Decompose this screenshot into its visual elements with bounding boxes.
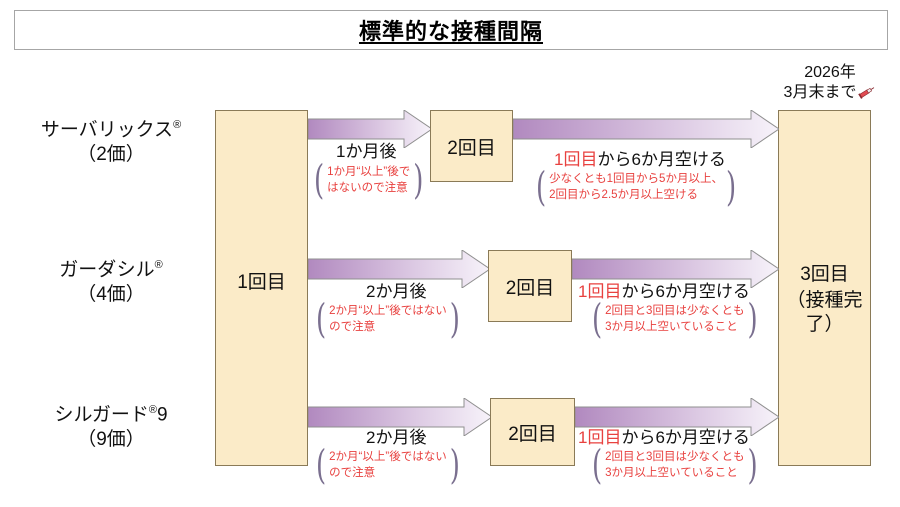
bracket-right-icon: ) (747, 442, 758, 489)
row-label-silgard9: シルガード®9 （9価） (18, 403, 204, 452)
deadline-line2: 3月末まで (783, 83, 857, 101)
bracket-left-icon: ( (316, 442, 327, 489)
note-line-0-1-a: 1か月“以上”後で (327, 166, 411, 178)
final-dose-line2: （接種完了） (786, 290, 863, 335)
arrow-row2-interval1 (308, 398, 492, 436)
vaccine-name-0: サーバリックス (40, 119, 174, 141)
row-label-gardasil: ガーダシル® （4価） (18, 258, 204, 307)
note-line-1-1-b: ので注意 (329, 320, 376, 333)
interval-caption-row2-2-red: 1回目 (578, 428, 622, 447)
interval-note-row1-1: ( 2か月“以上”後ではない ので注意 ) (316, 299, 460, 339)
note-line-2-2-b: 3か月以上空いていること (605, 466, 738, 479)
interval-note-row0-2: ( 少なくとも1回目から5か月以上、 2回目から2.5か月以上空ける ) (536, 167, 736, 207)
interval-caption-row2-2-rest: から6か月空ける (621, 428, 750, 447)
vaccine-name-2: シルガード (54, 404, 149, 426)
deadline-line1: 2026年 (804, 64, 856, 81)
interval-caption-row0-2-red: 1回目 (554, 150, 598, 169)
interval-note-row2-2: ( 2回目と3回目は少なくとも 3か月以上空いていること ) (592, 445, 758, 485)
second-dose-box-row1: 2回目 (488, 250, 572, 322)
vaccine-suffix-2: 9 (156, 404, 168, 426)
second-dose-box-row2: 2回目 (490, 398, 575, 466)
vaccine-name-1: ガーダシル (59, 259, 155, 281)
second-dose-label-1: 2回目 (505, 277, 555, 299)
deadline-stamp: 2026年 3月末まで (770, 63, 890, 102)
first-dose-box: 1回目 (215, 110, 308, 466)
note-line-0-2-b: 2回目から2.5か月以上空ける (549, 188, 699, 201)
interval-caption-row1-2-rest: から6か月空ける (621, 282, 750, 301)
final-dose-box: 3回目 （接種完了） (778, 110, 871, 466)
bracket-right-icon: ) (413, 157, 424, 204)
interval-caption-row0-2-rest: から6か月空ける (597, 150, 726, 169)
bracket-left-icon: ( (316, 296, 327, 343)
syringe-icon (858, 85, 876, 100)
arrow-row2-interval2 (575, 398, 779, 436)
bracket-right-icon: ) (449, 296, 460, 343)
arrow-row0-interval1 (308, 110, 432, 148)
bracket-right-icon: ) (725, 164, 737, 211)
row-label-cervarix: サーバリックス® （2価） (18, 118, 204, 167)
bracket-left-icon: ( (536, 164, 547, 211)
note-line-1-1-a: 2か月“以上”後ではない (329, 305, 447, 317)
deadline-line2-wrap: 3月末まで (770, 83, 890, 103)
registered-mark-1: ® (154, 259, 163, 271)
interval-caption-row2-1: 2か月後 (366, 428, 427, 447)
interval-note-row1-2: ( 2回目と3回目は少なくとも 3か月以上空いていること ) (592, 299, 758, 339)
vaccine-valency-1: （4価） (77, 283, 145, 305)
note-line-1-2-a: 2回目と3回目は少なくとも (605, 305, 745, 317)
page-title: 標準的な接種間隔 (14, 10, 888, 50)
bracket-right-icon: ) (747, 296, 758, 343)
interval-caption-row0-1: 1か月後 (336, 142, 397, 161)
first-dose-label: 1回目 (237, 272, 286, 293)
interval-note-row2-1: ( 2か月“以上”後ではない ので注意 ) (316, 445, 460, 485)
vaccine-valency-2: （9価） (77, 428, 145, 450)
interval-caption-row1-1: 2か月後 (366, 282, 427, 301)
arrow-row0-interval2 (513, 110, 779, 148)
interval-caption-row1-2-red: 1回目 (578, 282, 622, 301)
note-line-0-1-b: はないので注意 (327, 181, 408, 194)
note-line-2-1-b: ので注意 (329, 466, 376, 479)
note-line-2-2-a: 2回目と3回目は少なくとも (605, 451, 745, 463)
note-line-1-2-b: 3か月以上空いていること (605, 320, 738, 333)
registered-mark-0: ® (173, 119, 182, 131)
second-dose-label-2: 2回目 (508, 423, 557, 445)
arrow-row1-interval1 (308, 250, 490, 288)
interval-caption-row0-2: 1回目から6か月空ける (554, 145, 726, 170)
bracket-left-icon: ( (592, 442, 603, 489)
bracket-right-icon: ) (449, 442, 460, 489)
second-dose-box-row0: 2回目 (430, 110, 513, 182)
final-dose-line1: 3回目 (800, 264, 849, 285)
interval-caption-row1-2: 1回目から6か月空ける (578, 277, 750, 302)
note-line-0-2-a: 少なくとも1回目から5か月以上、 (549, 173, 723, 185)
registered-mark-2: ® (148, 404, 157, 416)
second-dose-label-0: 2回目 (447, 137, 496, 159)
vaccine-valency-0: （2価） (77, 143, 145, 165)
page-title-text: 標準的な接種間隔 (358, 19, 543, 44)
interval-caption-row2-2: 1回目から6か月空ける (578, 423, 750, 448)
note-line-2-1-a: 2か月“以上”後ではない (329, 451, 447, 463)
arrow-row1-interval2 (572, 250, 779, 288)
bracket-left-icon: ( (314, 157, 325, 204)
bracket-left-icon: ( (592, 296, 603, 343)
interval-note-row0-1: ( 1か月“以上”後で はないので注意 ) (314, 160, 423, 200)
